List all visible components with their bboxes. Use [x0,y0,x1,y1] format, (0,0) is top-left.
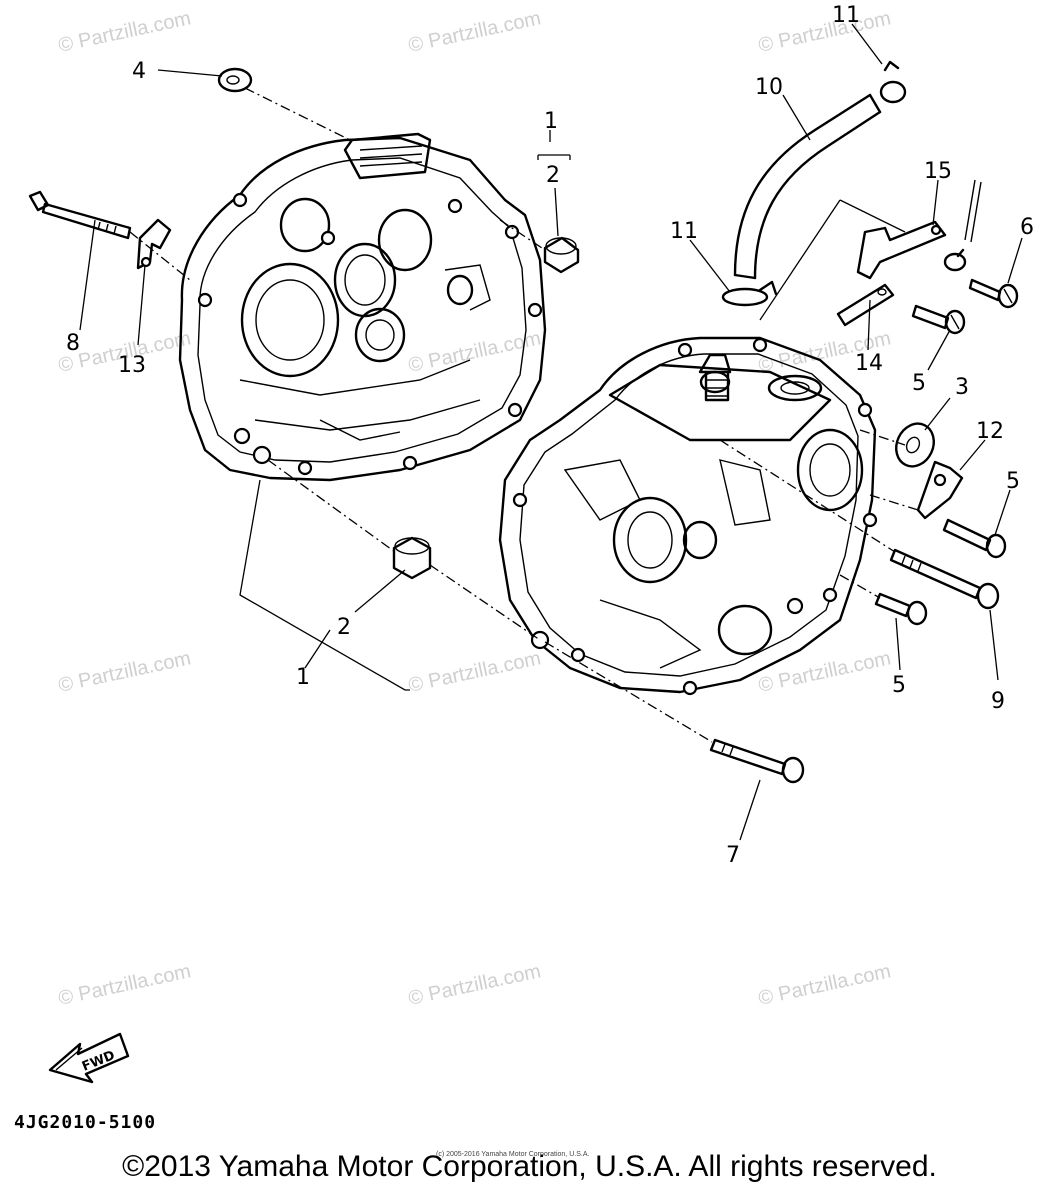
callout-15: 15 [924,159,952,184]
watermark: © Partzilla.com [756,7,892,57]
callout-7: 7 [726,843,740,868]
callout-6: 6 [1020,215,1034,240]
callout-1: 1 [296,665,310,690]
part-screw-5-middle [942,518,1007,559]
callout-13: 13 [118,353,146,378]
part-long-bolt-9 [889,548,1000,610]
watermark: © Partzilla.com [406,960,542,1010]
callout-3: 3 [955,375,969,400]
part-dowel-pin-lower [392,536,432,580]
part-screw-5-lower [874,592,928,626]
part-clamp-13 [136,218,172,270]
callout-8: 8 [66,331,80,356]
diagram-credit: (c) 2005-2016 Yamaha Motor Corporation, … [436,1151,590,1158]
copyright-notice: ©2013 Yamaha Motor Corporation, U.S.A. A… [122,1150,937,1183]
part-washer-3 [895,422,935,468]
leader-lines [79,23,1023,841]
part-washer-4 [217,67,253,93]
watermark: © Partzilla.com [756,647,892,697]
callout-5: 5 [892,673,906,698]
fwd-label: FWD [80,1048,117,1075]
part-stay-15 [856,220,947,280]
crankcase-left-half [178,132,547,482]
watermark: © Partzilla.com [406,7,542,57]
callout-2: 2 [546,163,560,188]
callout-2: 2 [337,615,351,640]
callout-4: 4 [132,59,146,84]
part-hose-clip-11-lower [721,280,778,307]
part-breather-hose-10 [733,93,882,280]
part-lead-wire [943,179,982,272]
part-plate-14 [836,283,895,327]
callout-labels: 4 1 2 8 13 11 10 15 6 11 14 5 3 12 5 2 1… [66,3,1034,868]
callout-11: 11 [670,219,698,244]
callout-12: 12 [976,419,1004,444]
forward-direction-arrow: FWD [48,1032,130,1084]
callout-5: 5 [912,371,926,396]
callout-10: 10 [755,75,783,100]
callout-1: 1 [544,109,558,134]
watermark: © Partzilla.com [56,647,192,697]
callout-9: 9 [991,689,1005,714]
part-bolt-7 [709,738,805,784]
part-dowel-pin-upper [543,236,580,274]
part-screw-5-upper [911,304,966,335]
callout-5: 5 [1006,469,1020,494]
part-screw-6 [968,278,1019,309]
watermark: © Partzilla.com [56,960,192,1010]
diagram-code: 4JG2010-5100 [14,1112,157,1133]
crankcase-right-half [498,336,878,696]
part-hose-clip-11-upper [879,60,907,104]
part-breather-fitting [704,370,730,402]
watermark: © Partzilla.com [756,960,892,1010]
part-plate-12 [916,460,964,520]
callout-11: 11 [832,3,860,28]
part-long-bolt-8 [28,190,132,240]
watermark: © Partzilla.com [56,7,192,57]
watermark: © Partzilla.com [406,647,542,697]
callout-14: 14 [855,351,883,376]
